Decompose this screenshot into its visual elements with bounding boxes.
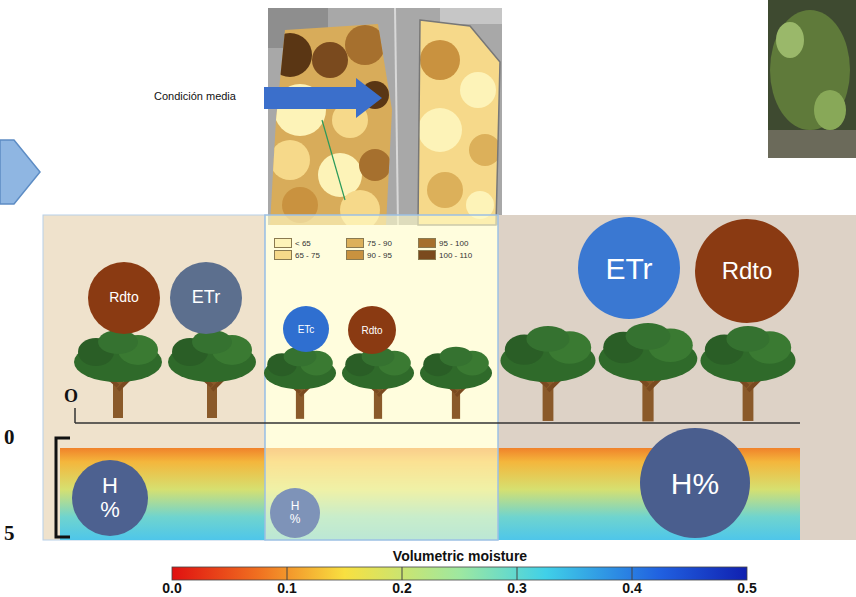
legend-entry: 75 - 90 [346, 238, 392, 248]
text-label: 0.5 [737, 581, 756, 596]
text-label: 0.0 [162, 581, 181, 596]
text-label: Volumetric moisture [393, 549, 527, 564]
circle-label: Rdto [361, 325, 382, 336]
circle-label: ETc [298, 324, 315, 335]
text-label: O [64, 387, 78, 407]
legend-swatch [274, 250, 292, 260]
circle-node: ETr [170, 262, 242, 334]
legend-label: 65 - 75 [295, 251, 320, 260]
circle-node: Rdto [348, 306, 396, 354]
legend-swatch [346, 250, 364, 260]
legend-entry: < 65 [274, 238, 311, 248]
circle-node: Rdto [88, 262, 160, 334]
circle-label: ETr [192, 288, 220, 308]
text-label: 0.2 [392, 581, 411, 596]
circle-label: H % [97, 474, 123, 522]
circle-label: H% [671, 467, 719, 500]
text-label: 0.4 [622, 581, 641, 596]
legend-entry: 65 - 75 [274, 250, 320, 260]
circle-label: H % [288, 500, 302, 526]
legend-swatch [418, 238, 436, 248]
circle-node: ETc [283, 306, 329, 352]
legend-entry: 95 - 100 [418, 238, 468, 248]
circle-node: Rdto [695, 219, 799, 323]
legend-label: < 65 [295, 239, 311, 248]
legend-label: 95 - 100 [439, 239, 468, 248]
legend-label: 90 - 95 [367, 251, 392, 260]
legend-entry: 90 - 95 [346, 250, 392, 260]
legend-swatch [346, 238, 364, 248]
legend-entry: 100 - 110 [418, 250, 472, 260]
text-label: 0 [4, 426, 15, 449]
legend-swatch [274, 238, 292, 248]
circle-label: Rdto [109, 290, 139, 305]
text-label: Condición media [154, 90, 236, 102]
circle-node: H% [640, 428, 750, 538]
circle-label: ETr [605, 252, 652, 285]
legend-label: 100 - 110 [439, 251, 472, 260]
text-label: 5 [4, 522, 15, 545]
circle-node: H % [72, 460, 148, 536]
text-label: 0.1 [277, 581, 296, 596]
text-label: 0.3 [507, 581, 526, 596]
legend-swatch [418, 250, 436, 260]
circle-node: H % [270, 488, 320, 538]
circle-label: Rdto [722, 258, 773, 284]
legend-label: 75 - 90 [367, 239, 392, 248]
circle-node: ETr [578, 217, 680, 319]
